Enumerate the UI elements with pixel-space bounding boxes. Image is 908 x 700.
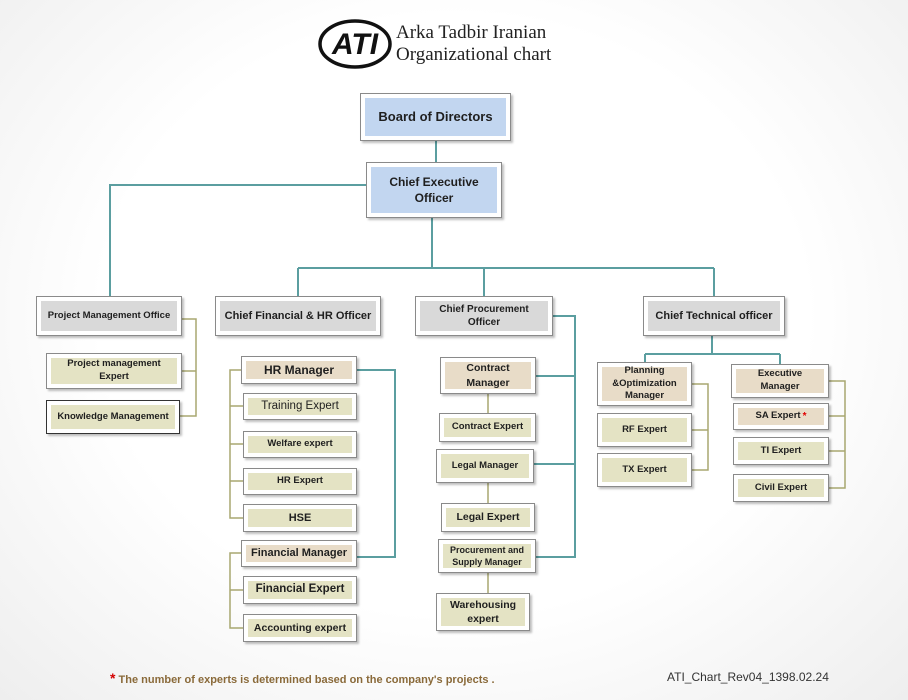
legal-manager-box: Legal Manager: [436, 449, 534, 483]
contract-expert-label: Contract Expert: [444, 418, 531, 437]
warehousing-expert-box: Warehousing expert: [436, 593, 530, 631]
chart-title: Organizational chart: [396, 44, 552, 65]
hse-label: HSE: [248, 509, 352, 527]
ati-logo: ATI: [318, 19, 392, 69]
contract-expert-box: Contract Expert: [439, 413, 536, 442]
footnote: * The number of experts is determined ba…: [110, 670, 495, 686]
cfo-label: Chief Financial & HR Officer: [220, 301, 376, 331]
sa-expert-label: SA Expert: [755, 410, 801, 422]
logo-lettering: ATI: [331, 28, 379, 61]
cto-box: Chief Technical officer: [643, 296, 785, 336]
training-expert-box: Training Expert: [243, 393, 357, 420]
board-of-directors-box: Board of Directors: [360, 93, 511, 141]
contract-manager-label: Contract Manager: [445, 362, 531, 389]
pmo-label: Project Management Office: [41, 301, 177, 331]
tx-expert-box: TX Expert: [597, 453, 692, 487]
sa-expert-content: SA Expert*: [738, 408, 824, 425]
contract-manager-box: Contract Manager: [440, 357, 536, 394]
legal-manager-label: Legal Manager: [441, 454, 529, 478]
planning-manager-box: Planning &Optimization Manager: [597, 362, 692, 406]
hr-expert-label: HR Expert: [248, 473, 352, 490]
ceo-box: Chief Executive Officer: [366, 162, 502, 218]
ceo-label: Chief Executive Officer: [371, 167, 497, 213]
cpo-label: Chief Procurement Officer: [420, 301, 548, 331]
accounting-expert-label: Accounting expert: [248, 619, 352, 637]
ti-expert-box: TI Expert: [733, 437, 829, 465]
hse-box: HSE: [243, 504, 357, 532]
rf-expert-box: RF Expert: [597, 413, 692, 447]
financial-expert-box: Financial Expert: [243, 576, 357, 604]
welfare-expert-label: Welfare expert: [248, 436, 352, 453]
legal-expert-label: Legal Expert: [446, 508, 530, 527]
supply-manager-label: Procurement and Supply Manager: [443, 544, 531, 568]
ti-expert-label: TI Expert: [738, 442, 824, 460]
sa-expert-asterisk: *: [802, 410, 807, 422]
pm-expert-box: Project management Expert: [46, 353, 182, 389]
executive-manager-box: Executive Manager: [731, 364, 829, 398]
financial-manager-label: Financial Manager: [246, 545, 352, 562]
company-name: Arka Tadbir Iranian: [396, 22, 547, 43]
pm-expert-label: Project management Expert: [51, 358, 177, 384]
training-expert-label: Training Expert: [248, 398, 352, 415]
tx-expert-label: TX Expert: [602, 458, 687, 482]
accounting-expert-box: Accounting expert: [243, 614, 357, 642]
cpo-box: Chief Procurement Officer: [415, 296, 553, 336]
welfare-expert-box: Welfare expert: [243, 431, 357, 458]
hr-manager-label: HR Manager: [246, 361, 352, 379]
knowledge-management-label: Knowledge Management: [51, 405, 175, 429]
financial-manager-box: Financial Manager: [241, 540, 357, 567]
revision-label: ATI_Chart_Rev04_1398.02.24: [667, 670, 829, 684]
planning-manager-label: Planning &Optimization Manager: [602, 365, 687, 401]
pmo-box: Project Management Office: [36, 296, 182, 336]
board-of-directors-label: Board of Directors: [365, 98, 506, 136]
knowledge-management-box: Knowledge Management: [46, 400, 180, 434]
hr-manager-box: HR Manager: [241, 356, 357, 384]
footnote-text: The number of experts is determined base…: [118, 674, 495, 686]
chart-heading: Arka Tadbir Iranian Organizational chart: [396, 22, 551, 66]
cfo-box: Chief Financial & HR Officer: [215, 296, 381, 336]
civil-expert-label: Civil Expert: [738, 479, 824, 497]
warehousing-expert-label: Warehousing expert: [441, 598, 525, 626]
financial-expert-label: Financial Expert: [248, 581, 352, 599]
footnote-asterisk: *: [110, 670, 116, 686]
cto-label: Chief Technical officer: [648, 301, 780, 331]
rf-expert-label: RF Expert: [602, 418, 687, 442]
supply-manager-box: Procurement and Supply Manager: [438, 539, 536, 573]
legal-expert-box: Legal Expert: [441, 503, 535, 532]
sa-expert-box: SA Expert*: [733, 403, 829, 430]
hr-expert-box: HR Expert: [243, 468, 357, 495]
executive-manager-label: Executive Manager: [736, 368, 824, 393]
civil-expert-box: Civil Expert: [733, 474, 829, 502]
